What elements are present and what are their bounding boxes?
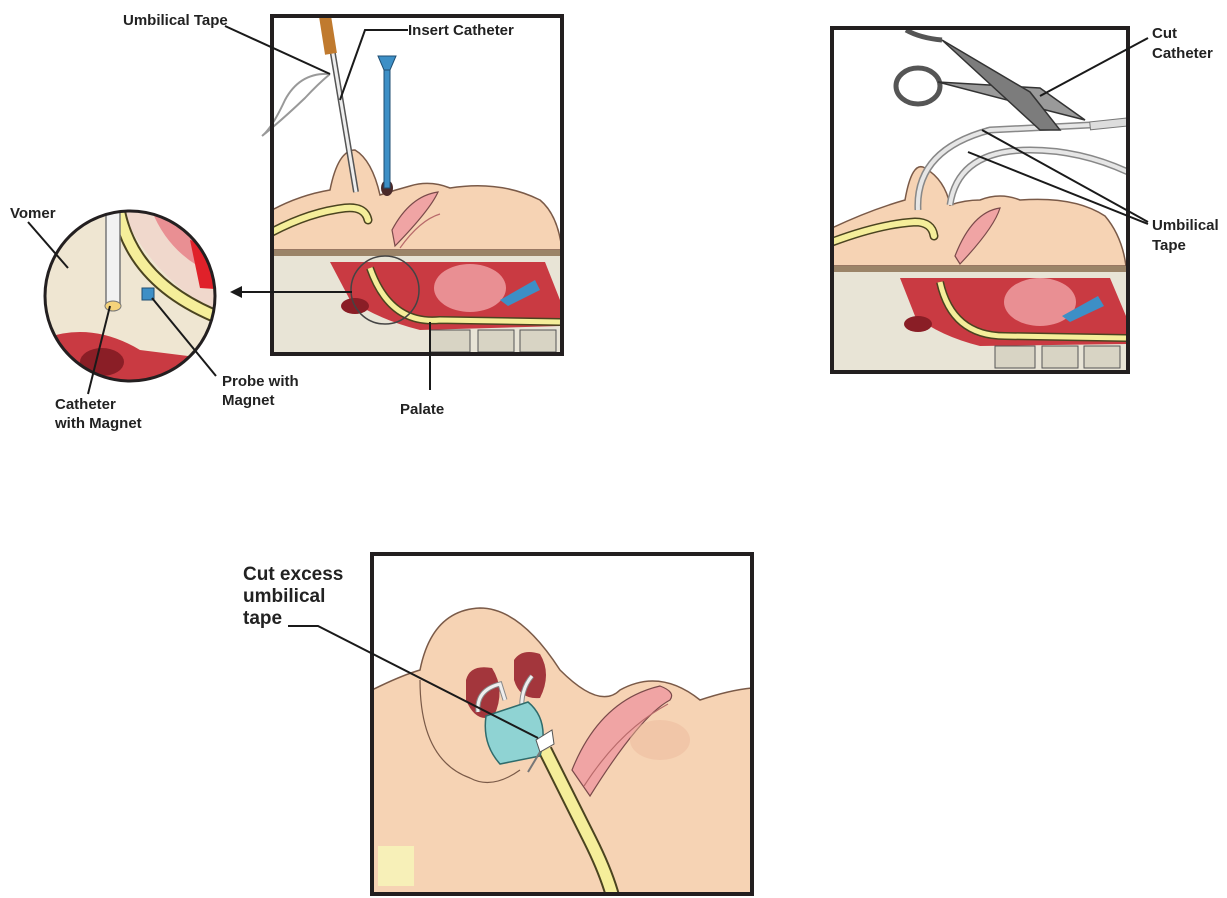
panel-insert-catheter <box>262 15 562 354</box>
label-cut-excess-line1: Cut excess <box>243 564 343 585</box>
label-umbilical-tape-right-line2: Tape <box>1152 237 1186 254</box>
panel-cut-excess-tape <box>372 554 752 894</box>
label-probe-with-magnet-line1: Probe with <box>222 373 299 390</box>
label-palate: Palate <box>400 401 444 418</box>
label-umbilical-tape-top: Umbilical Tape <box>123 12 228 29</box>
label-insert-catheter: Insert Catheter <box>408 22 514 39</box>
label-cut-excess-line3: tape <box>243 608 282 629</box>
label-umbilical-tape-right-line1: Umbilical <box>1152 217 1219 234</box>
label-catheter-with-magnet-line1: Catheter <box>55 396 116 413</box>
label-probe-with-magnet-line2: Magnet <box>222 392 275 409</box>
label-cut-catheter-line1: Cut <box>1152 25 1177 42</box>
label-catheter-with-magnet-line2: with Magnet <box>54 415 142 432</box>
label-cut-catheter-line2: Catheter <box>1152 45 1213 62</box>
label-cut-excess-line2: umbilical <box>243 586 325 607</box>
magnified-view <box>40 206 230 390</box>
label-vomer: Vomer <box>10 205 56 222</box>
panel-cut-catheter <box>832 28 1128 372</box>
